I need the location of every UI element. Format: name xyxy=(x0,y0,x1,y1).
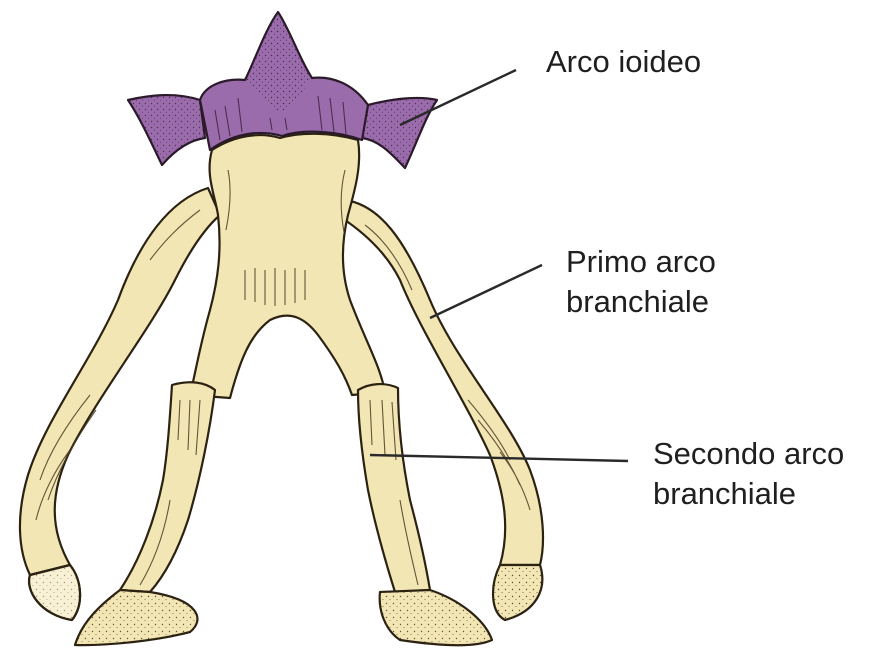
hyoid-arch-left-horn xyxy=(128,95,205,165)
label-hyoid-arch: Arco ioideo xyxy=(546,42,701,82)
second-branchial-arch-right-foot xyxy=(380,590,492,645)
leader-line-first-branchial-arch xyxy=(430,265,542,318)
label-first-branchial-arch-line1: Primo arco xyxy=(566,242,716,282)
second-branchial-arch-right xyxy=(358,384,430,592)
second-branchial-arch-left-foot xyxy=(75,590,197,645)
label-second-branchial-arch: Secondo arco branchiale xyxy=(653,434,844,514)
second-branchial-arch-left xyxy=(120,382,215,592)
label-second-branchial-arch-line2: branchiale xyxy=(653,474,844,514)
label-second-branchial-arch-line1: Secondo arco xyxy=(653,434,844,474)
label-first-branchial-arch: Primo arco branchiale xyxy=(566,242,716,322)
label-hyoid-arch-text: Arco ioideo xyxy=(546,42,701,82)
basibranchial-body xyxy=(190,134,385,398)
hyoid-arch-right-horn xyxy=(362,98,437,168)
hyoid-arch-crown xyxy=(200,12,368,150)
label-first-branchial-arch-line2: branchiale xyxy=(566,282,716,322)
first-branchial-arch-right-tip xyxy=(493,565,542,620)
first-branchial-arch-left-tip xyxy=(29,565,80,620)
